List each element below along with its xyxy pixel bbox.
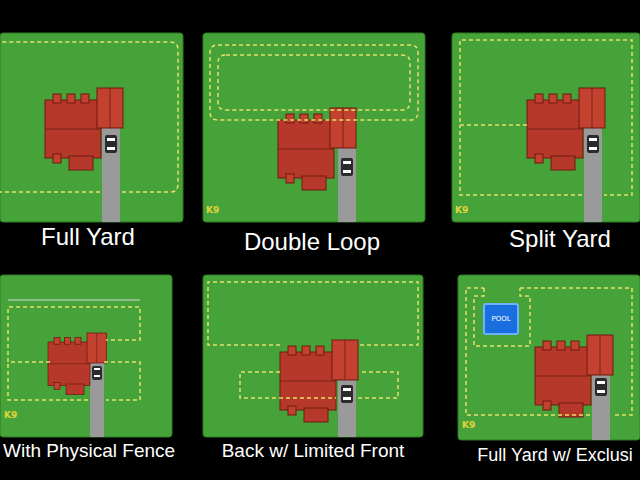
- car: [92, 135, 607, 403]
- yard: [0, 275, 172, 437]
- yard-panel: Double Loop: [203, 33, 425, 258]
- driveway: [102, 125, 120, 222]
- house: [527, 88, 605, 170]
- driveway: [338, 378, 356, 437]
- yard-panel: With Physical Fence: [0, 275, 172, 480]
- yard-panel: POOL Full Yard w/ Exclusi: [458, 275, 640, 480]
- physical-fence: [8, 300, 140, 301]
- driveway: [90, 360, 104, 437]
- logo-mark: K9: [4, 410, 17, 420]
- house: [45, 88, 123, 170]
- layout-caption: Back w/ Limited Front: [222, 441, 405, 462]
- driveway: [592, 372, 610, 440]
- boundary-wire: [0, 40, 632, 415]
- layout-caption: Double Loop: [244, 229, 380, 255]
- layout-caption: With Physical Fence: [3, 441, 175, 462]
- yard: [203, 275, 423, 437]
- logo-mark: K9: [462, 420, 475, 430]
- yard-panel: Split Yard: [452, 33, 640, 258]
- yard: [203, 33, 425, 222]
- pool-label: POOL: [491, 315, 510, 323]
- house: [278, 108, 356, 190]
- yard-panel: Full Yard: [0, 33, 183, 258]
- driveway: [584, 125, 602, 222]
- layout-caption: Full Yard: [41, 224, 135, 250]
- house: [48, 333, 107, 395]
- layout-caption: Full Yard w/ Exclusi: [477, 446, 632, 466]
- house: [535, 335, 613, 417]
- pool-exclusion: POOL: [483, 303, 519, 335]
- yard: [0, 33, 183, 222]
- yard: [452, 33, 640, 222]
- logo-mark: K9: [455, 205, 468, 215]
- yard: [458, 275, 640, 440]
- driveway: [338, 145, 356, 222]
- logo-mark: K9: [206, 205, 219, 215]
- layout-caption: Split Yard: [509, 226, 611, 252]
- house: [280, 340, 358, 422]
- yard-panel: Back w/ Limited Front: [203, 275, 423, 480]
